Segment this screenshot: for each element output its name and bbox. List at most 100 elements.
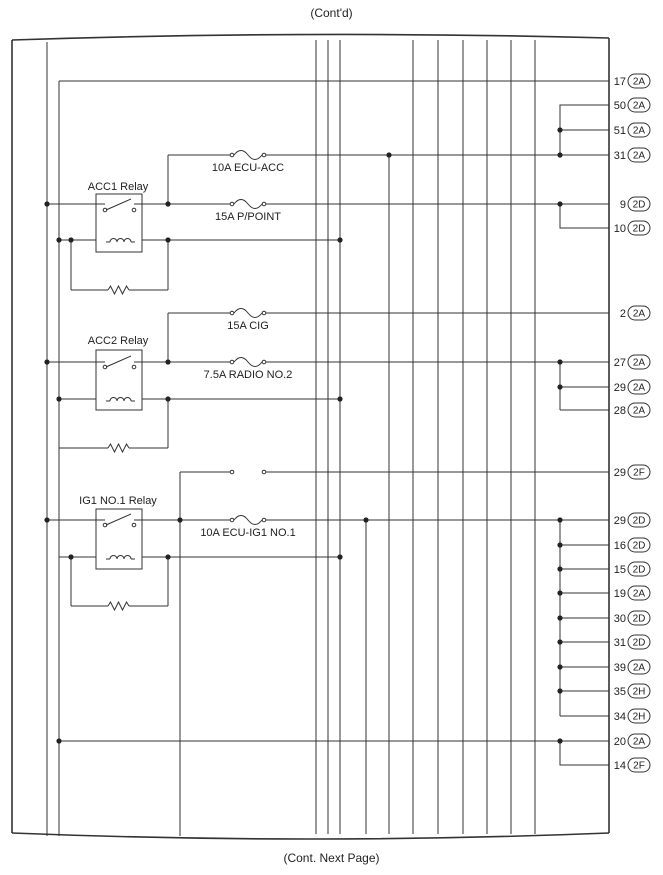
terminal-pin: 2 [620,308,626,320]
connector-badge [627,634,651,650]
terminal-14-2F: 14 2F [614,757,651,773]
svg-text:15A CIG: 15A CIG [227,320,269,332]
connector-badge [627,561,651,577]
connector-badge [627,512,651,528]
connector-id: 2A [633,101,646,112]
terminal-19-2A: 19 2A [614,585,651,601]
terminal-pin: 39 [614,662,626,674]
terminal-pin: 19 [614,588,626,600]
connector-id: 2A [633,737,646,748]
connector-id: 2D [633,200,646,211]
connector-badge [627,537,651,553]
acc2-relay: ACC2 Relay [88,335,149,411]
frame-top-border [11,33,610,41]
connector-id: 2A [633,358,646,369]
connector-id: 2A [633,77,646,88]
terminal-pin: 27 [614,357,626,369]
terminal-39-2A: 39 2A [614,659,651,675]
connector-badge [627,147,651,163]
connector-badge [627,97,651,113]
connector-badge [627,659,651,675]
connector-id: 2A [633,589,646,600]
connector-badge [627,585,651,601]
acc1-relay-label: ACC1 Relay [88,181,149,193]
connector-badge [627,610,651,626]
terminal-pin: 14 [614,760,626,772]
connector-id: 2H [633,712,646,723]
terminal-pin: 51 [614,125,626,137]
fuse-ecu-acc: 10A ECU-ACC [212,150,284,174]
acc2-relay-box [95,349,143,411]
terminal-pin: 16 [614,540,626,552]
connector-id: 2H [633,687,646,698]
frame-bottom-border [11,832,610,840]
connector-badge [627,305,651,321]
terminal-29-2D: 29 2D [614,512,651,528]
terminal-29-2F: 29 2F [614,464,651,480]
connector-id: 2A [633,151,646,162]
connector-badge [627,708,651,724]
acc1-relay: ACC1 Relay [88,181,149,253]
terminal-34-2H: 34 2H [614,708,651,724]
svg-text:10A ECU-IG1 NO.1: 10A ECU-IG1 NO.1 [200,527,295,539]
connector-id: 2F [633,761,645,772]
top-caption: (Cont'd) [310,6,353,20]
fuse-cig: 15A CIG [227,308,269,332]
terminal-10-2D: 10 2D [614,220,651,236]
connector-id: 2A [633,126,646,137]
connector-id: 2A [633,309,646,320]
acc1-relay-box [95,193,143,253]
svg-text:15A P/POINT: 15A P/POINT [215,211,281,223]
junction-dots [44,127,563,744]
connector-badge [627,757,651,773]
terminal-pin: 30 [614,613,626,625]
terminal-pin: 29 [614,515,626,527]
connector-id: 2D [633,516,646,527]
fuse-ecu-ig1: 10A ECU-IG1 NO.1 [200,515,296,539]
terminal-pin: 29 [614,467,626,479]
connector-badge [627,354,651,370]
connector-badge [627,464,651,480]
connector-id: 2D [633,224,646,235]
connector-badge [627,683,651,699]
terminal-51-2A: 51 2A [614,122,651,138]
ig1-relay-box [95,508,143,570]
connector-id: 2A [633,383,646,394]
terminal-pin: 9 [620,199,626,211]
terminal-35-2H: 35 2H [614,683,651,699]
terminal-pin: 29 [614,382,626,394]
connector-badge [627,733,651,749]
terminal-pin: 28 [614,405,626,417]
terminal-29-2A: 29 2A [614,379,651,395]
connector-id: 2F [633,468,645,479]
terminal-pin: 34 [614,711,626,723]
terminal-9-2D: 9 2D [620,196,651,212]
bottom-caption: (Cont. Next Page) [283,851,380,865]
svg-text:10A ECU-ACC: 10A ECU-ACC [212,162,284,174]
svg-text:7.5A RADIO NO.2: 7.5A RADIO NO.2 [204,369,293,381]
connector-id: 2D [633,565,646,576]
terminal-pin: 10 [614,223,626,235]
connector-badge [627,73,651,89]
connector-id: 2D [633,638,646,649]
connector-badge [627,220,651,236]
ig1-relay: IG1 NO.1 Relay [79,495,157,570]
terminal-28-2A: 28 2A [614,402,651,418]
ig1-relay-label: IG1 NO.1 Relay [79,495,157,507]
connector-id: 2A [633,663,646,674]
fuse-p-point: 15A P/POINT [215,199,281,223]
terminal-27-2A: 27 2A [614,354,651,370]
acc2-relay-label: ACC2 Relay [88,335,149,347]
connector-id: 2A [633,406,646,417]
connector-badge [627,196,651,212]
terminal-pin: 35 [614,686,626,698]
vertical-buses [315,40,536,834]
